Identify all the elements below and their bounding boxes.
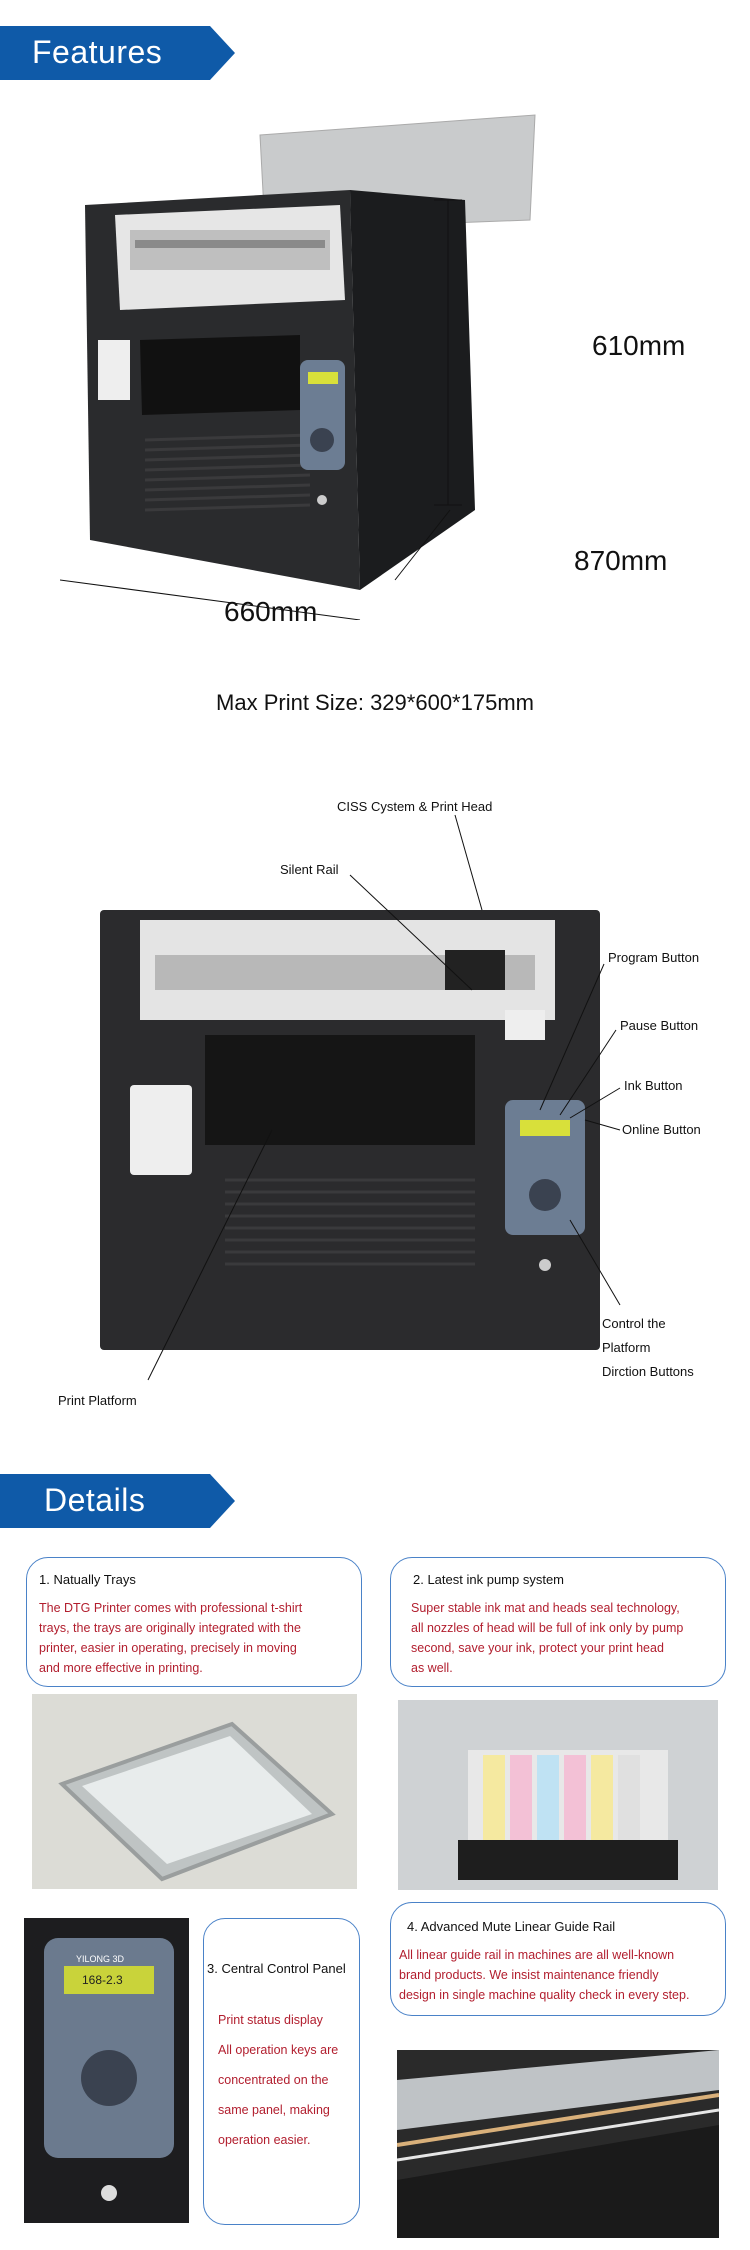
callout-online-button: Online Button	[622, 1122, 701, 1137]
detail-1-title: 1. Natually Trays	[39, 1572, 136, 1587]
detail-1-line: The DTG Printer comes with professional …	[39, 1601, 303, 1615]
control-panel-photo: YILONG 3D 168-2.3	[24, 1918, 189, 2223]
detail-3-line: concentrated on the	[218, 2073, 329, 2087]
detail-4-line: All linear guide rail in machines are al…	[399, 1948, 675, 1962]
detail-2-bubble: 2. Latest ink pump system Super stable i…	[390, 1557, 726, 1687]
detail-2-line: all nozzles of head will be full of ink …	[411, 1621, 684, 1635]
height-dimension: 610mm	[592, 330, 686, 361]
callout-print-platform: Print Platform	[58, 1393, 137, 1408]
width-dimension: 660mm	[224, 596, 318, 627]
ink-pump-photo	[398, 1700, 718, 1890]
features-banner: Features	[0, 26, 235, 80]
detail-4-title: 4. Advanced Mute Linear Guide Rail	[407, 1919, 616, 1934]
callout-silent-rail: Silent Rail	[280, 862, 339, 877]
detail-3-line: Print status display	[218, 2013, 323, 2027]
detail-2-line: Super stable ink mat and heads seal tech…	[411, 1601, 680, 1615]
callout-ink-button: Ink Button	[624, 1078, 683, 1093]
callout-control-line2: Platform	[602, 1340, 651, 1355]
guide-rail-photo	[397, 2050, 719, 2238]
detail-3-title: 3. Central Control Panel	[207, 1961, 346, 1976]
features-banner-label: Features	[32, 34, 163, 70]
detail-3-bubble: 3. Central Control Panel Print status di…	[203, 1918, 360, 2225]
detail-2-line: second, save your ink, protect your prin…	[411, 1641, 664, 1655]
callout-pause-button: Pause Button	[620, 1018, 699, 1033]
callout-control-line3: Dirction Buttons	[602, 1364, 694, 1379]
depth-dimension: 870mm	[574, 545, 668, 576]
max-print-size: Max Print Size: 329*600*175mm	[216, 690, 534, 715]
callout-ciss: CISS Cystem & Print Head	[337, 799, 493, 814]
detail-4-line: design in single machine quality check i…	[399, 1988, 690, 2002]
tray-photo	[32, 1694, 357, 1889]
detail-2-line: as well.	[411, 1661, 453, 1675]
callout-control-buttons: Control the Platform Dirction Buttons	[602, 1312, 694, 1384]
detail-1-line: printer, easier in operating, precisely …	[39, 1641, 297, 1655]
callout-control-line1: Control the	[602, 1316, 666, 1331]
detail-4-line: brand products. We insist maintenance fr…	[399, 1968, 659, 1982]
details-banner: Details	[0, 1474, 235, 1528]
panel-lcd: 168-2.3	[82, 1973, 123, 1987]
detail-3-line: same panel, making	[218, 2103, 330, 2117]
printer-front-photo	[95, 900, 605, 1360]
panel-brand: YILONG 3D	[76, 1954, 125, 1964]
detail-1-line: and more effective in printing.	[39, 1661, 203, 1675]
detail-4-bubble: 4. Advanced Mute Linear Guide Rail All l…	[390, 1902, 726, 2016]
detail-2-title: 2. Latest ink pump system	[413, 1572, 565, 1587]
detail-1-bubble: 1. Natually Trays The DTG Printer comes …	[26, 1557, 362, 1687]
detail-3-line: operation easier.	[218, 2133, 311, 2147]
printer-angled-photo	[59, 110, 580, 621]
details-banner-label: Details	[44, 1482, 146, 1518]
callout-program-button: Program Button	[608, 950, 700, 965]
detail-1-line: trays, the trays are originally integrat…	[39, 1621, 301, 1635]
detail-3-line: All operation keys are	[218, 2043, 339, 2057]
